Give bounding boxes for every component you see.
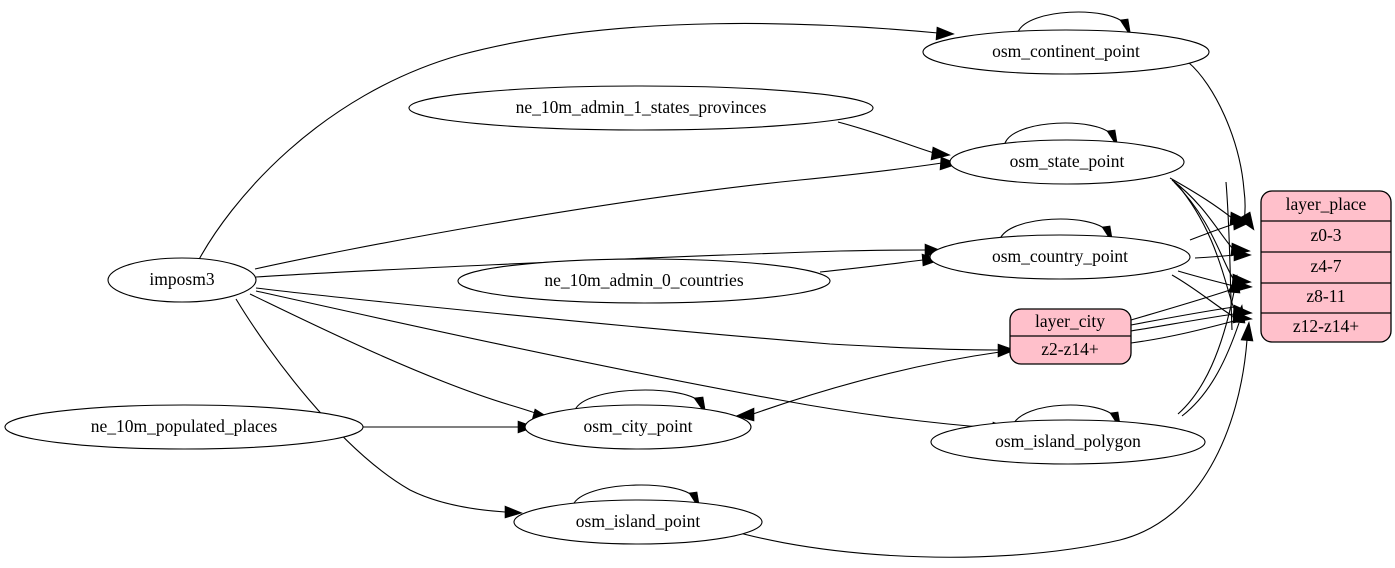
- edge-country-to-place-z0: [1189, 223, 1235, 241]
- edge-state-to-place-c: [1173, 181, 1235, 281]
- node-label-ne-states: ne_10m_admin_1_states_provinces: [516, 97, 767, 117]
- edge-imposm3-to-continent: [195, 22, 939, 266]
- node-label-osm-island-point: osm_island_point: [576, 511, 701, 531]
- node-ne-10m-admin-0-countries[interactable]: ne_10m_admin_0_countries: [457, 258, 831, 304]
- layer-place-box: [1260, 190, 1392, 343]
- layer-place-row-z8-11[interactable]: z8-11: [1306, 286, 1345, 306]
- edge-imposm3-to-island-polygon: [255, 290, 994, 429]
- edge-layercity-to-place-a: [1130, 288, 1234, 321]
- node-osm-island-polygon[interactable]: osm_island_polygon: [930, 419, 1206, 465]
- self-loop-continent: [1017, 11, 1126, 33]
- arrowhead-icon: [1232, 217, 1252, 231]
- edge-ne-states-to-state: [837, 121, 935, 154]
- node-label-osm-country-point: osm_country_point: [992, 246, 1128, 266]
- arrowhead-icon: [1233, 248, 1252, 262]
- edge-islandpoly-to-place-b: [1181, 322, 1240, 417]
- edge-imposm3-to-layer-city: [255, 287, 999, 351]
- edge-city-point-to-layer-city: [752, 351, 1001, 415]
- node-osm-state-point[interactable]: osm_state_point: [949, 139, 1185, 185]
- node-imposm3[interactable]: imposm3: [107, 257, 257, 303]
- edge-layercity-to-place-d: [1130, 320, 1235, 344]
- arrowhead-icon: [504, 505, 523, 519]
- node-osm-island-point[interactable]: osm_island_point: [513, 499, 763, 545]
- layer-place-row-z4-7[interactable]: z4-7: [1310, 256, 1341, 276]
- edge-state-to-place-a: [1169, 177, 1233, 219]
- edge-state-to-place-b: [1171, 179, 1234, 250]
- layer-city-row-z2-z14[interactable]: z2-z14+: [1041, 339, 1099, 359]
- arrowhead-icon: [735, 407, 755, 422]
- node-osm-city-point[interactable]: osm_city_point: [524, 404, 752, 450]
- edge-imposm3-to-city: [249, 293, 539, 415]
- node-ne-10m-admin-1-states-provinces[interactable]: ne_10m_admin_1_states_provinces: [408, 85, 874, 131]
- edge-imposm3-to-state: [254, 162, 943, 270]
- arrowhead-icon: [1232, 304, 1246, 324]
- node-label-osm-island-polygon: osm_island_polygon: [995, 431, 1141, 451]
- arrowhead-icon: [930, 146, 951, 161]
- node-osm-country-point[interactable]: osm_country_point: [929, 234, 1191, 280]
- edge-layercity-to-place-b: [1130, 306, 1235, 326]
- self-loop-country: [999, 218, 1108, 240]
- arrowhead-icon: [939, 156, 959, 171]
- node-layer-city[interactable]: layer_city z2-z14+: [1009, 308, 1132, 365]
- node-layer: imposm3 ne_10m_admin_1_states_provinces …: [4, 29, 1392, 545]
- edge-country-to-place-z4: [1194, 254, 1235, 259]
- self-loop-island-polygon: [1012, 404, 1116, 426]
- edge-imposm3-to-island-point: [235, 298, 506, 513]
- node-label-ne-places: ne_10m_populated_places: [91, 416, 278, 436]
- edge-ne-countries-to-country: [819, 259, 924, 273]
- arrowhead-icon: [997, 343, 1016, 358]
- node-layer-place[interactable]: layer_place z0-3 z4-7 z8-11 z12-z14+: [1260, 190, 1392, 343]
- node-label-osm-state-point: osm_state_point: [1010, 151, 1125, 171]
- self-loop-city: [574, 389, 701, 411]
- node-osm-continent-point[interactable]: osm_continent_point: [922, 29, 1210, 75]
- edge-country-to-place-z12: [1171, 274, 1235, 318]
- layer-place-row-z12-z14[interactable]: z12-z14+: [1293, 316, 1359, 336]
- self-loop-state: [1004, 122, 1113, 144]
- edge-vertical-connector: [1225, 181, 1233, 331]
- node-label-imposm3: imposm3: [149, 269, 214, 289]
- edge-layercity-to-place-c: [1130, 313, 1235, 332]
- arrowhead-icon: [1240, 321, 1254, 342]
- self-loop-island-point: [572, 484, 695, 506]
- edge-imposm3-to-country: [255, 249, 926, 278]
- node-ne-10m-populated-places[interactable]: ne_10m_populated_places: [4, 404, 364, 450]
- node-label-osm-continent-point: osm_continent_point: [992, 41, 1140, 61]
- edge-continent-to-place-z0: [1187, 61, 1246, 223]
- edge-country-to-place-z8: [1177, 270, 1235, 287]
- edge-islandpoint-to-place-z12: [699, 339, 1248, 558]
- layer-place-title: layer_place: [1286, 194, 1367, 214]
- edge-islandpoly-to-place-a: [1177, 291, 1235, 415]
- node-label-ne-countries: ne_10m_admin_0_countries: [544, 270, 743, 290]
- layer-place-row-z0-3[interactable]: z0-3: [1310, 225, 1341, 245]
- layer-city-title: layer_city: [1035, 311, 1105, 331]
- arrowhead-icon: [935, 26, 955, 41]
- node-label-osm-city-point: osm_city_point: [584, 416, 693, 436]
